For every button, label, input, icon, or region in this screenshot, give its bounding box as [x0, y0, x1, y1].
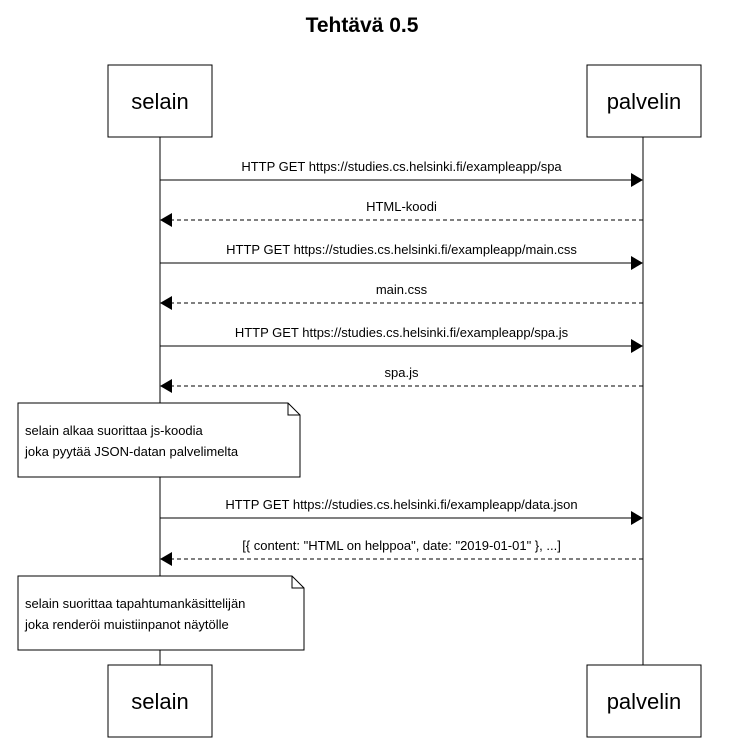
arrowhead — [631, 339, 643, 353]
message-label: HTTP GET https://studies.cs.helsinki.fi/… — [225, 497, 577, 512]
message: main.css — [160, 282, 643, 310]
message: spa.js — [160, 365, 643, 393]
message-label: spa.js — [385, 365, 419, 380]
arrowhead — [631, 511, 643, 525]
note: selain suorittaa tapahtumankäsittelijän j… — [17, 575, 305, 651]
message: HTTP GET https://studies.cs.helsinki.fi/… — [160, 159, 643, 187]
note-text-line: selain alkaa suorittaa js-koodia — [25, 423, 204, 438]
participant-label: palvelin — [607, 689, 682, 714]
note-fold — [287, 403, 300, 416]
note-text-line: selain suorittaa tapahtumankäsittelijän — [25, 596, 245, 611]
arrowhead — [160, 296, 172, 310]
arrowhead — [631, 256, 643, 270]
diagram-title: Tehtävä 0.5 — [306, 14, 419, 37]
message: HTML-koodi — [160, 199, 643, 227]
note: selain alkaa suorittaa js-koodia joka pyy… — [17, 402, 301, 478]
participant-label: selain — [131, 689, 188, 714]
note-box — [17, 402, 301, 478]
message-label: [{ content: "HTML on helppoa", date: "20… — [242, 538, 561, 553]
message-label: HTML-koodi — [366, 199, 437, 214]
note-box — [17, 575, 305, 651]
arrowhead — [160, 213, 172, 227]
arrowhead — [160, 552, 172, 566]
message: [{ content: "HTML on helppoa", date: "20… — [160, 538, 643, 566]
participant-label: palvelin — [607, 89, 682, 114]
participant-palvelin-bottom: palvelin — [586, 664, 702, 738]
note-text-line: joka renderöi muistiinpanot näytölle — [24, 617, 229, 632]
arrowhead — [631, 173, 643, 187]
events-layer: HTTP GET https://studies.cs.helsinki.fi/… — [17, 159, 643, 651]
message-label: HTTP GET https://studies.cs.helsinki.fi/… — [241, 159, 562, 174]
arrowhead — [160, 379, 172, 393]
message: HTTP GET https://studies.cs.helsinki.fi/… — [160, 497, 643, 525]
message: HTTP GET https://studies.cs.helsinki.fi/… — [160, 242, 643, 270]
participant-label: selain — [131, 89, 188, 114]
participant-selain-bottom: selain — [107, 664, 213, 738]
message-label: main.css — [376, 282, 428, 297]
message-label: HTTP GET https://studies.cs.helsinki.fi/… — [226, 242, 577, 257]
message-label: HTTP GET https://studies.cs.helsinki.fi/… — [235, 325, 569, 340]
participant-palvelin-top: palvelin — [586, 64, 702, 138]
participant-selain-top: selain — [107, 64, 213, 138]
note-text-line: joka pyytää JSON-datan palvelimelta — [24, 444, 239, 459]
message: HTTP GET https://studies.cs.helsinki.fi/… — [160, 325, 643, 353]
note-fold — [291, 576, 304, 589]
